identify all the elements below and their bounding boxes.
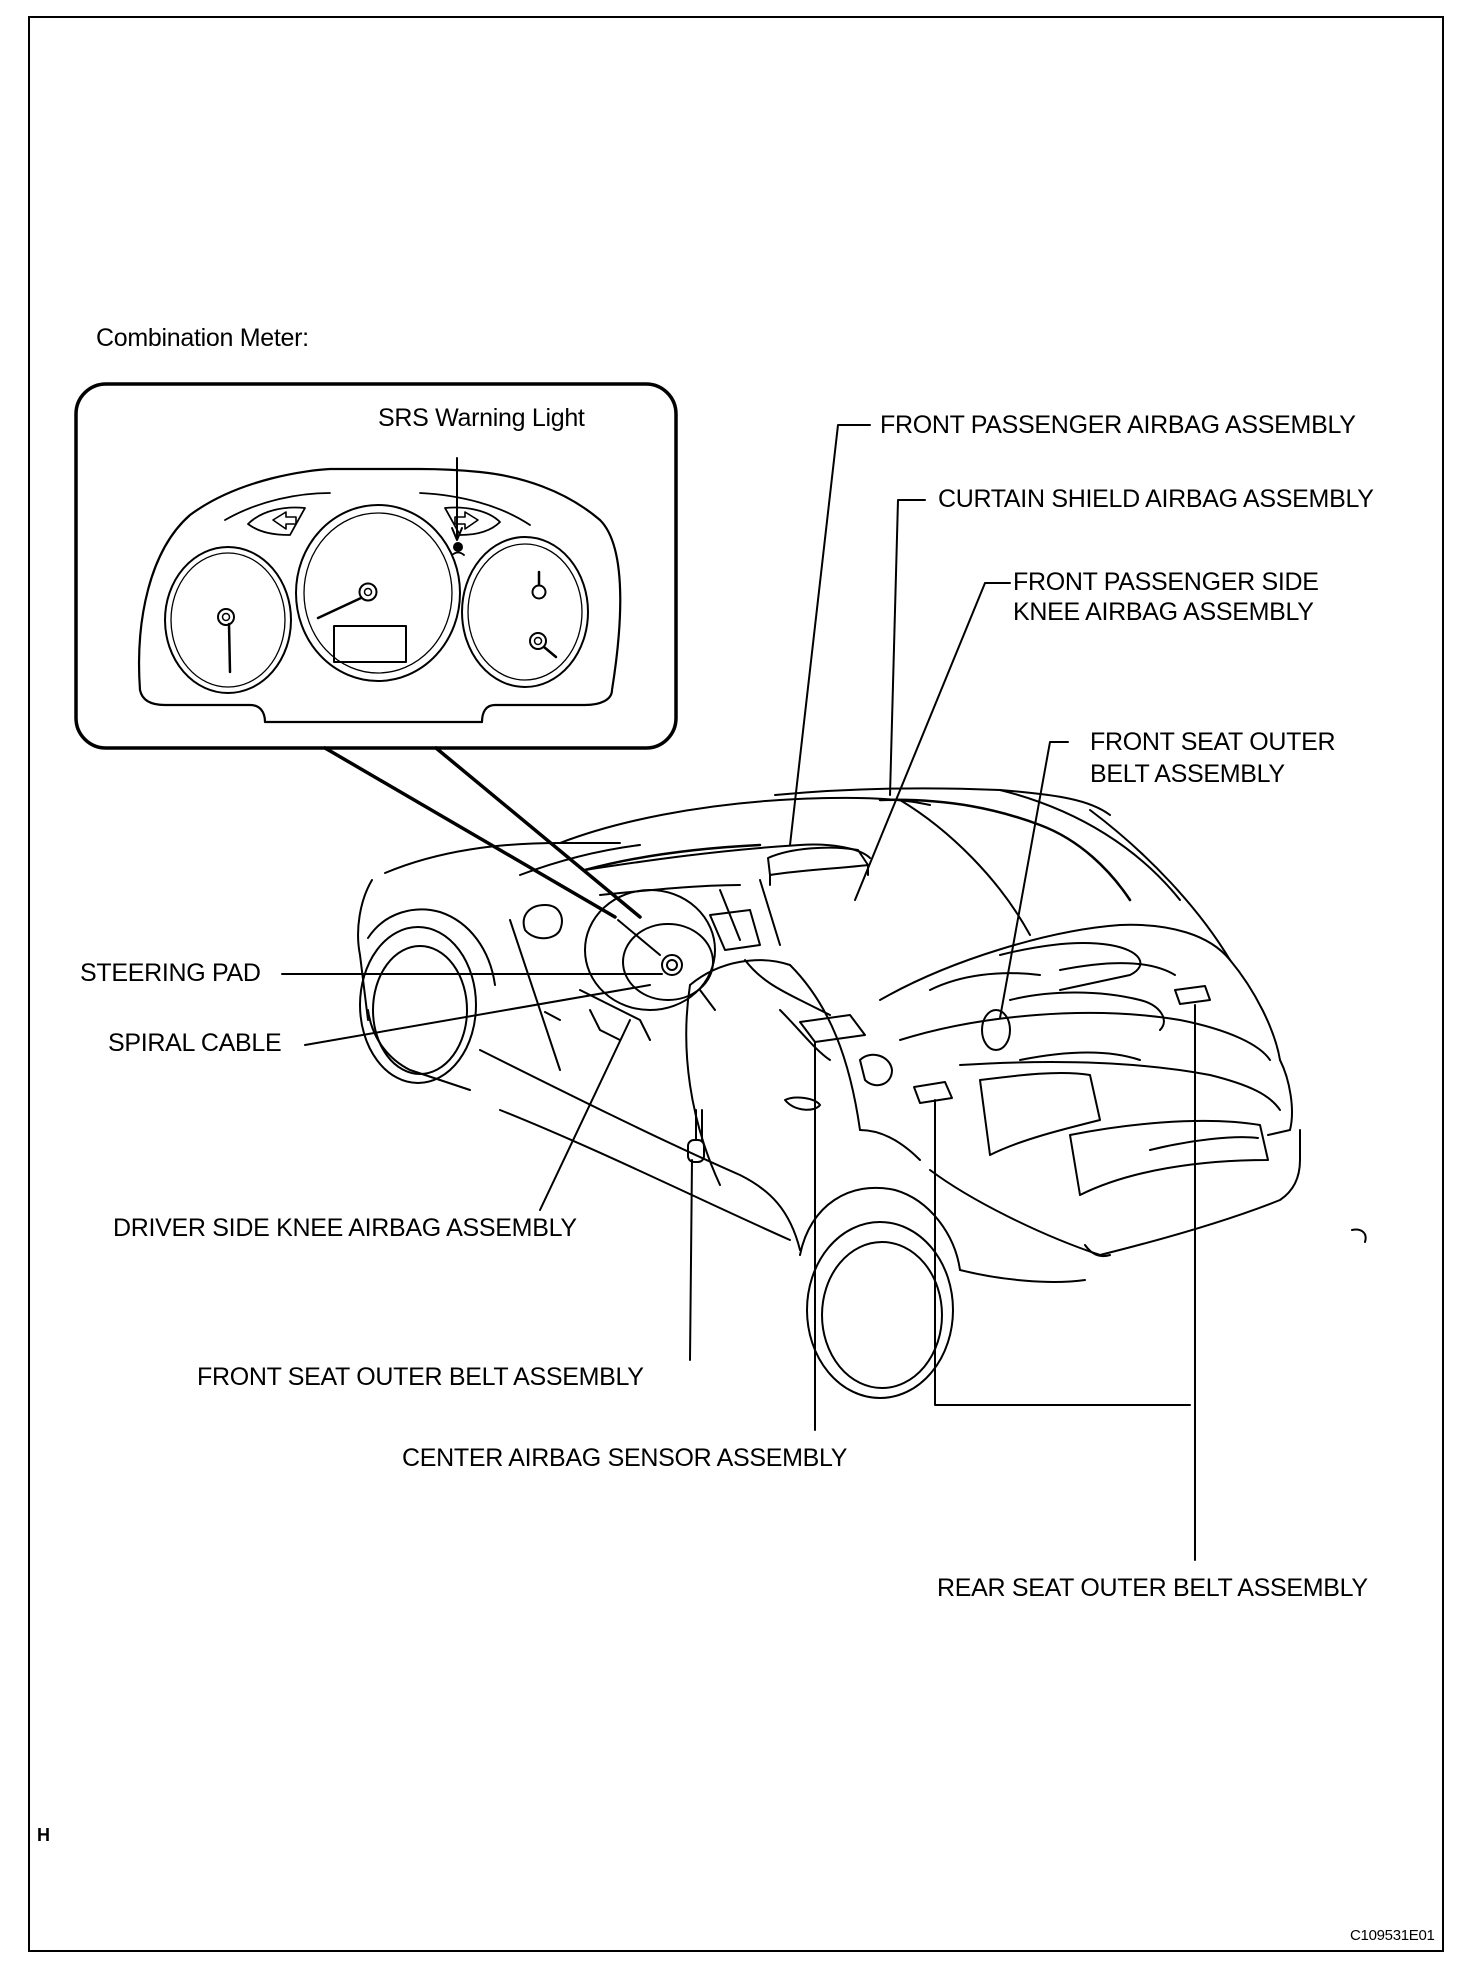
figure-id: C109531E01: [1350, 1927, 1435, 1944]
label-rear-seat-outer-belt: REAR SEAT OUTER BELT ASSEMBLY: [937, 1574, 1368, 1602]
inset-leader-lines: [323, 746, 642, 919]
label-steering-pad: STEERING PAD: [80, 959, 261, 987]
label-front-seat-outer-belt: FRONT SEAT OUTER BELT ASSEMBLY: [197, 1363, 644, 1391]
inset-caption: Combination Meter:: [96, 324, 309, 352]
label-front-seat-outer-belt-right-line2: BELT ASSEMBLY: [1090, 760, 1285, 788]
corner-mark: H: [37, 1825, 50, 1845]
vehicle-outline: [357, 787, 1367, 1399]
label-front-seat-outer-belt-right-line1: FRONT SEAT OUTER: [1090, 728, 1336, 756]
label-driver-side-knee-airbag: DRIVER SIDE KNEE AIRBAG ASSEMBLY: [113, 1214, 577, 1242]
label-curtain-shield-airbag: CURTAIN SHIELD AIRBAG ASSEMBLY: [938, 485, 1374, 513]
label-front-passenger-airbag: FRONT PASSENGER AIRBAG ASSEMBLY: [880, 411, 1356, 439]
callout-lines: [281, 424, 1196, 1561]
srs-warning-light-label: SRS Warning Light: [378, 404, 585, 432]
label-front-passenger-side-knee-line2: KNEE AIRBAG ASSEMBLY: [1013, 598, 1314, 626]
label-center-airbag-sensor: CENTER AIRBAG SENSOR ASSEMBLY: [402, 1444, 848, 1472]
label-front-passenger-side-knee-line1: FRONT PASSENGER SIDE: [1013, 568, 1319, 596]
combination-meter-inset: [74, 382, 678, 750]
label-spiral-cable: SPIRAL CABLE: [108, 1029, 282, 1057]
page-frame: [28, 16, 1444, 1952]
